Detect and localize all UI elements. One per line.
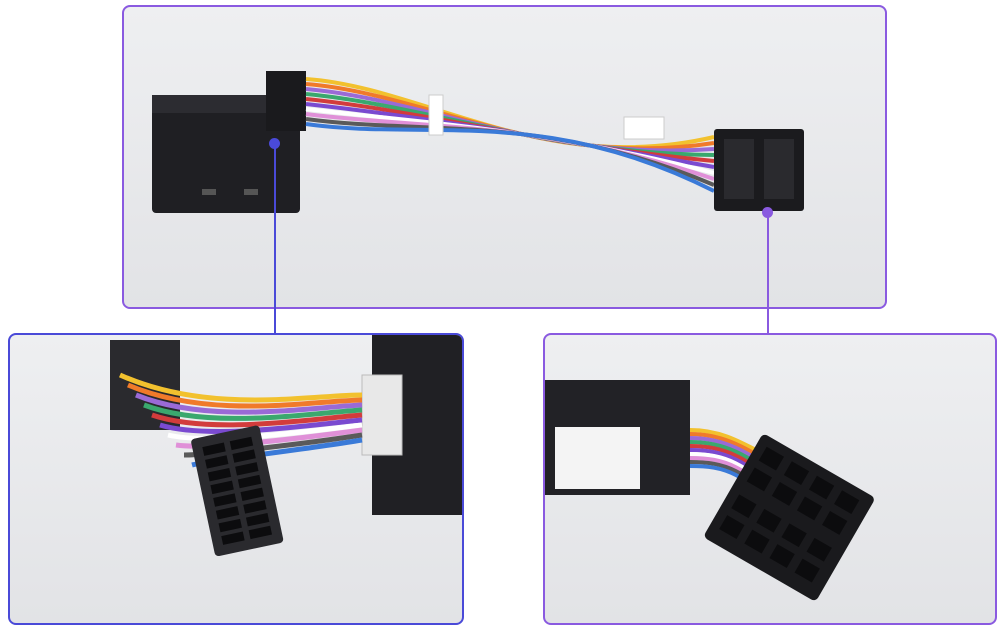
wire (151, 412, 363, 428)
top-panel-full-harness (122, 5, 887, 309)
connector-pin (808, 475, 835, 500)
iso-connector (704, 434, 874, 601)
connector-pin (781, 523, 807, 548)
blue-callout-dot (269, 138, 280, 149)
connector-pin (240, 487, 264, 501)
connector-pin (207, 467, 232, 482)
connector-pin (237, 474, 262, 489)
connector-pin (215, 506, 240, 520)
connector-pin (758, 446, 785, 471)
connector-pin (210, 480, 234, 495)
module-plug (266, 71, 306, 131)
connector-pin (771, 481, 798, 506)
wire (127, 382, 363, 409)
connector-pin (235, 462, 259, 476)
connector-pin (213, 493, 237, 507)
connector-pin (232, 449, 256, 463)
connector-pin (221, 531, 245, 545)
connector-pin (245, 513, 270, 527)
connector-pin (205, 455, 229, 469)
wire (135, 392, 363, 415)
wire (305, 122, 715, 193)
wire (143, 402, 363, 421)
connector-pin (243, 500, 267, 514)
connector-pin (796, 496, 823, 521)
blue-callout-line (274, 143, 276, 335)
module-label (555, 427, 640, 489)
connector-pin (822, 510, 848, 535)
connector-pin (746, 467, 773, 492)
wire (159, 417, 363, 434)
connector-pin (834, 490, 860, 515)
canbus-module (152, 95, 300, 213)
bottom-left-panel-detail (8, 333, 464, 625)
connector-pin (719, 515, 745, 539)
purple-callout-line (767, 212, 769, 334)
connector-pin (783, 461, 810, 486)
connector-pin (731, 494, 757, 519)
purple-callout-dot (762, 207, 773, 218)
connector-pin (248, 525, 273, 540)
harness-overview-illustration (152, 71, 804, 213)
connector-pin (806, 537, 832, 562)
bottom-right-panel-detail (543, 333, 997, 625)
connector-pin (202, 442, 226, 456)
connector-pin (794, 558, 820, 583)
iso-connector-illustration (545, 380, 874, 601)
connector-pin (756, 508, 782, 533)
connector-pin (769, 544, 795, 568)
connector-pin (744, 529, 770, 554)
connector-pin (229, 436, 254, 451)
wire (118, 372, 363, 403)
quadlock-connector-illustration (110, 335, 462, 557)
connector-pin (218, 518, 242, 533)
